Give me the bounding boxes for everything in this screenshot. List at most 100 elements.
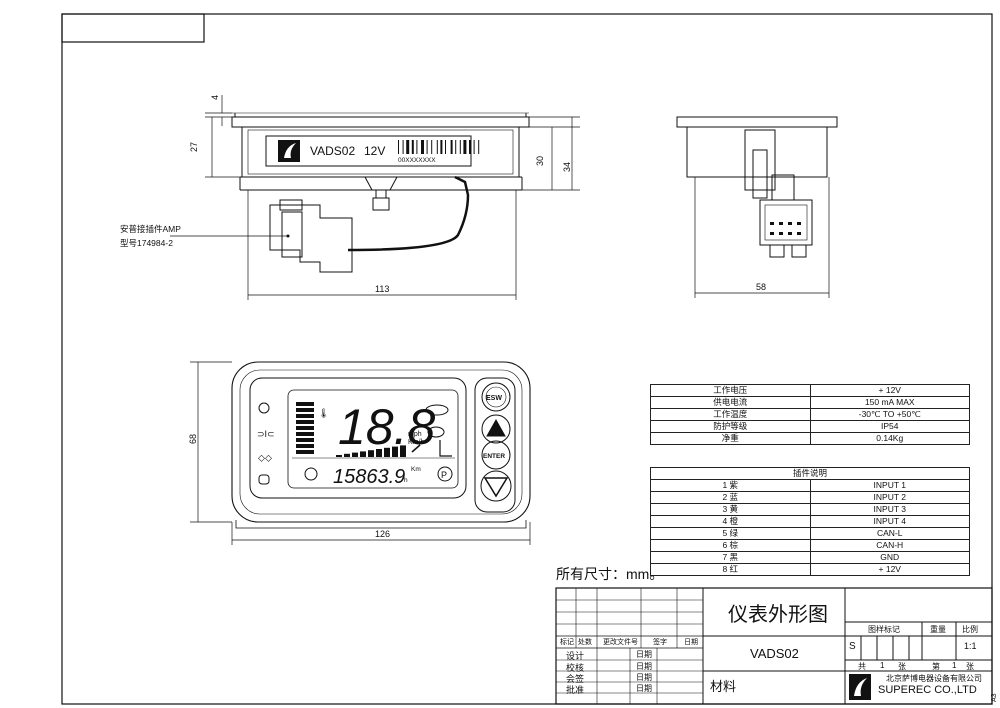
barcode-bar [406, 140, 410, 154]
level-bar [400, 445, 406, 457]
enter-button[interactable] [481, 440, 511, 470]
battery-gauge-bar [296, 432, 314, 436]
dim-face-width: 126 [375, 529, 390, 539]
spec-value: 150 mA MAX [809, 396, 970, 409]
pin-number: 4 橙 [650, 515, 811, 528]
spec-key: 工作温度 [650, 408, 811, 421]
barcode-bar [411, 140, 414, 154]
down-button[interactable] [480, 470, 512, 502]
barcode-bar [469, 140, 471, 154]
row-check: 校核 [566, 663, 585, 673]
barcode-bar [431, 140, 433, 154]
corner-mark: A3 [991, 693, 998, 702]
pin-number: 2 蓝 [650, 491, 811, 504]
spec-key: 防护等级 [650, 420, 811, 433]
pin-signal: INPUT 1 [809, 479, 970, 492]
enter-label: ENTER [483, 453, 505, 460]
mark-value: S [849, 641, 856, 652]
side-view [231, 112, 530, 273]
company-cn: 北京萨博电器设备有限公司 [886, 674, 982, 683]
level-bar [384, 447, 390, 457]
page-unit: 张 [966, 662, 974, 671]
battery-gauge-bar [296, 438, 314, 442]
pin-signal: CAN-H [809, 539, 970, 552]
dim-outer-height: 34 [562, 162, 572, 172]
spec-value: 0.14Kg [809, 432, 970, 445]
pin-number: 5 绿 [650, 527, 811, 540]
barcode [398, 140, 480, 154]
drawing-title: 仪表外形图 [728, 604, 828, 626]
turn-signal-icon: ⬦⬦ [258, 453, 272, 464]
unit-km: Km [411, 466, 421, 473]
pin-signal: CAN-L [809, 527, 970, 540]
date-approve: 日期 [636, 684, 652, 693]
parking-icon [437, 466, 453, 482]
pin-row: 8 红+ 12V [650, 563, 970, 576]
level-bar [352, 452, 358, 457]
company-en: SUPEREC CO.,LTD [878, 684, 977, 696]
barcode-bar [436, 140, 438, 154]
headlight-icon: ⊃I⊂ [257, 429, 275, 439]
scale-value: 1:1 [964, 641, 977, 651]
up-button[interactable] [481, 414, 511, 444]
dim-face-height: 68 [188, 434, 198, 444]
top-left-box [61, 13, 205, 43]
battery-gauge-bar [296, 444, 314, 448]
row-sign: 会签 [566, 674, 585, 684]
pin-number: 8 红 [650, 563, 811, 576]
odometer-readout: 15863.9 [333, 466, 405, 488]
battery-gauge-bar [296, 402, 314, 406]
level-bar [360, 451, 366, 457]
brake-warning-icon [258, 402, 270, 414]
pin-number: 7 黑 [650, 551, 811, 564]
dim-top-gap: 4 [210, 95, 220, 100]
battery-gauge-bar [296, 450, 314, 454]
unit-note: 所有尺寸：mm。 [556, 566, 664, 582]
barcode-bar [416, 140, 418, 154]
unit-kmh: Km/h [408, 439, 424, 446]
scale-label: 比例 [962, 625, 978, 634]
spec-row: 工作温度-30℃ TO +50℃ [650, 408, 970, 421]
park-letter: P [441, 470, 447, 480]
hdr-date: 日期 [684, 639, 698, 646]
spec-key: 净重 [650, 432, 811, 445]
pin-number: 6 棕 [650, 539, 811, 552]
mark-label: 图样标记 [868, 625, 900, 634]
hdr-change-doc: 更改文件号 [603, 639, 638, 646]
seat-icon [439, 440, 452, 457]
front-view-base [235, 520, 527, 529]
pin-signal: INPUT 2 [809, 491, 970, 504]
turtle-mode-icon [427, 426, 445, 438]
label-model: VADS02 [310, 144, 355, 158]
barcode-bar [421, 140, 424, 154]
down-arrow-icon [483, 477, 509, 498]
barcode-bar [402, 140, 404, 154]
dim-inner-height: 30 [535, 156, 545, 166]
spec-key: 供电电流 [650, 396, 811, 409]
front-dimensions [190, 361, 531, 545]
spec-value: -30℃ TO +50℃ [809, 408, 970, 421]
pin-signal: INPUT 3 [809, 503, 970, 516]
label-voltage: 12V [364, 144, 385, 158]
esw-button[interactable] [481, 382, 511, 412]
date-design: 日期 [636, 650, 652, 659]
thermometer-icon: 🌡 [318, 408, 329, 418]
date-sign: 日期 [636, 673, 652, 682]
barcode-bar [459, 140, 461, 154]
battery-gauge-bar [296, 420, 314, 424]
connector-note-line1: 安普接插件AMP [120, 224, 181, 234]
drawing-frame [61, 13, 993, 705]
battery-gauge-bar [296, 414, 314, 418]
battery-gauge-bar [296, 408, 314, 412]
dim-right-width: 58 [756, 282, 766, 292]
level-bar [344, 453, 350, 457]
barcode-bar [450, 140, 453, 154]
connector-pins [770, 222, 801, 235]
level-bar [376, 449, 382, 457]
page-n: 1 [952, 661, 957, 670]
